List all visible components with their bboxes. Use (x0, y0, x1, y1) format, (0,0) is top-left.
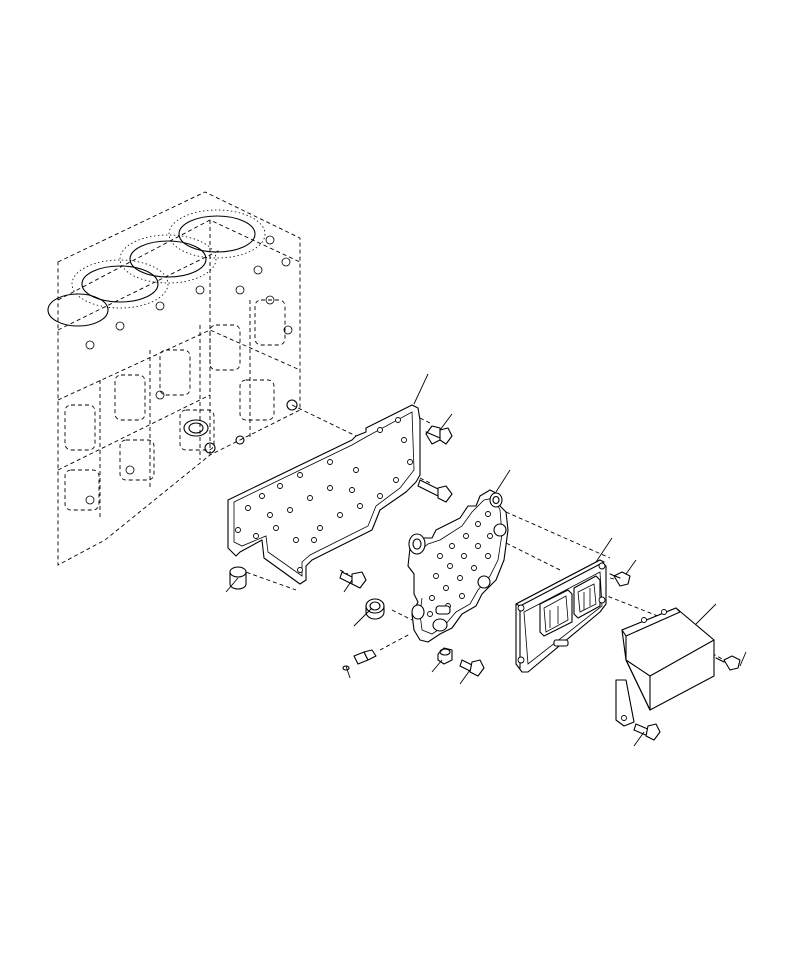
grommet (365, 598, 385, 620)
cap-screw-lower (339, 571, 367, 589)
engine-block (47, 191, 301, 566)
plug-fitting (353, 649, 377, 665)
heat-shield-cover (615, 607, 715, 727)
cap-screw-bracket (459, 659, 485, 677)
cap-screw-shield-right (715, 655, 741, 671)
cap-screw-long (417, 479, 453, 503)
electronic-control-module (515, 559, 607, 673)
cap-screw-shield-lower (633, 723, 661, 741)
cap-screw-ecm (609, 571, 631, 587)
spacer-bushing (229, 566, 247, 590)
mounting-plate (227, 404, 421, 585)
cap-screw-upper (425, 425, 453, 445)
callout-leaders (225, 373, 747, 747)
ecm-mounting-bracket (407, 489, 509, 643)
